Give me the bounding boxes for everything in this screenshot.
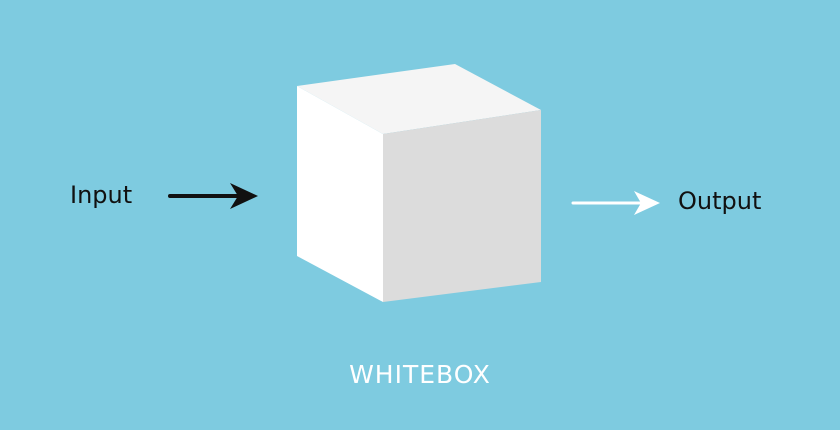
cube-front-face xyxy=(297,86,383,302)
whitebox-caption: WHITEBOX xyxy=(349,360,491,389)
cube-top-face xyxy=(297,64,541,134)
output-label: Output xyxy=(678,187,762,215)
input-arrow xyxy=(168,183,258,209)
cube-right-face xyxy=(383,110,541,302)
output-arrow xyxy=(571,191,660,215)
input-label: Input xyxy=(70,181,133,209)
whitebox-cube xyxy=(297,64,541,302)
